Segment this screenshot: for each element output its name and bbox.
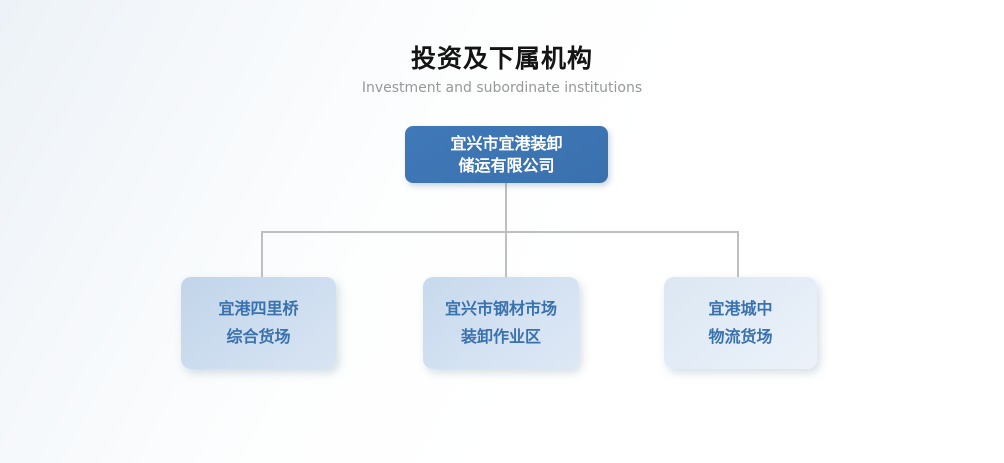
- org-node-child-label-line2: 装卸作业区: [460, 327, 541, 346]
- org-node-child-label-line1: 宜港四里桥: [218, 299, 299, 318]
- header: 投资及下属机构 Investment and subordinate insti…: [0, 44, 1004, 96]
- org-node-child-label-line1: 宜兴市钢材市场: [444, 299, 557, 318]
- org-node-child-label-line2: 综合货场: [226, 327, 291, 346]
- org-node-child-label-line1: 宜港城中: [708, 299, 773, 318]
- connector-root-drop: [505, 183, 507, 277]
- page-subtitle: Investment and subordinate institutions: [361, 80, 643, 96]
- connector-horizontal: [261, 231, 739, 233]
- org-node-root-label-line2: 储运有限公司: [458, 155, 555, 175]
- connector-left-drop: [261, 231, 263, 277]
- org-node-child-chengzhong: 宜港城中 物流货场: [664, 277, 817, 369]
- connector-right-drop: [737, 231, 739, 277]
- org-node-root: 宜兴市宜港装卸 储运有限公司: [405, 126, 608, 183]
- org-node-root-label-line1: 宜兴市宜港装卸: [450, 133, 563, 153]
- org-node-child-steel-market: 宜兴市钢材市场 装卸作业区: [423, 277, 579, 369]
- org-node-child-siliqiao: 宜港四里桥 综合货场: [181, 277, 336, 369]
- page-title: 投资及下属机构: [410, 44, 593, 73]
- org-node-child-label-line2: 物流货场: [708, 327, 773, 346]
